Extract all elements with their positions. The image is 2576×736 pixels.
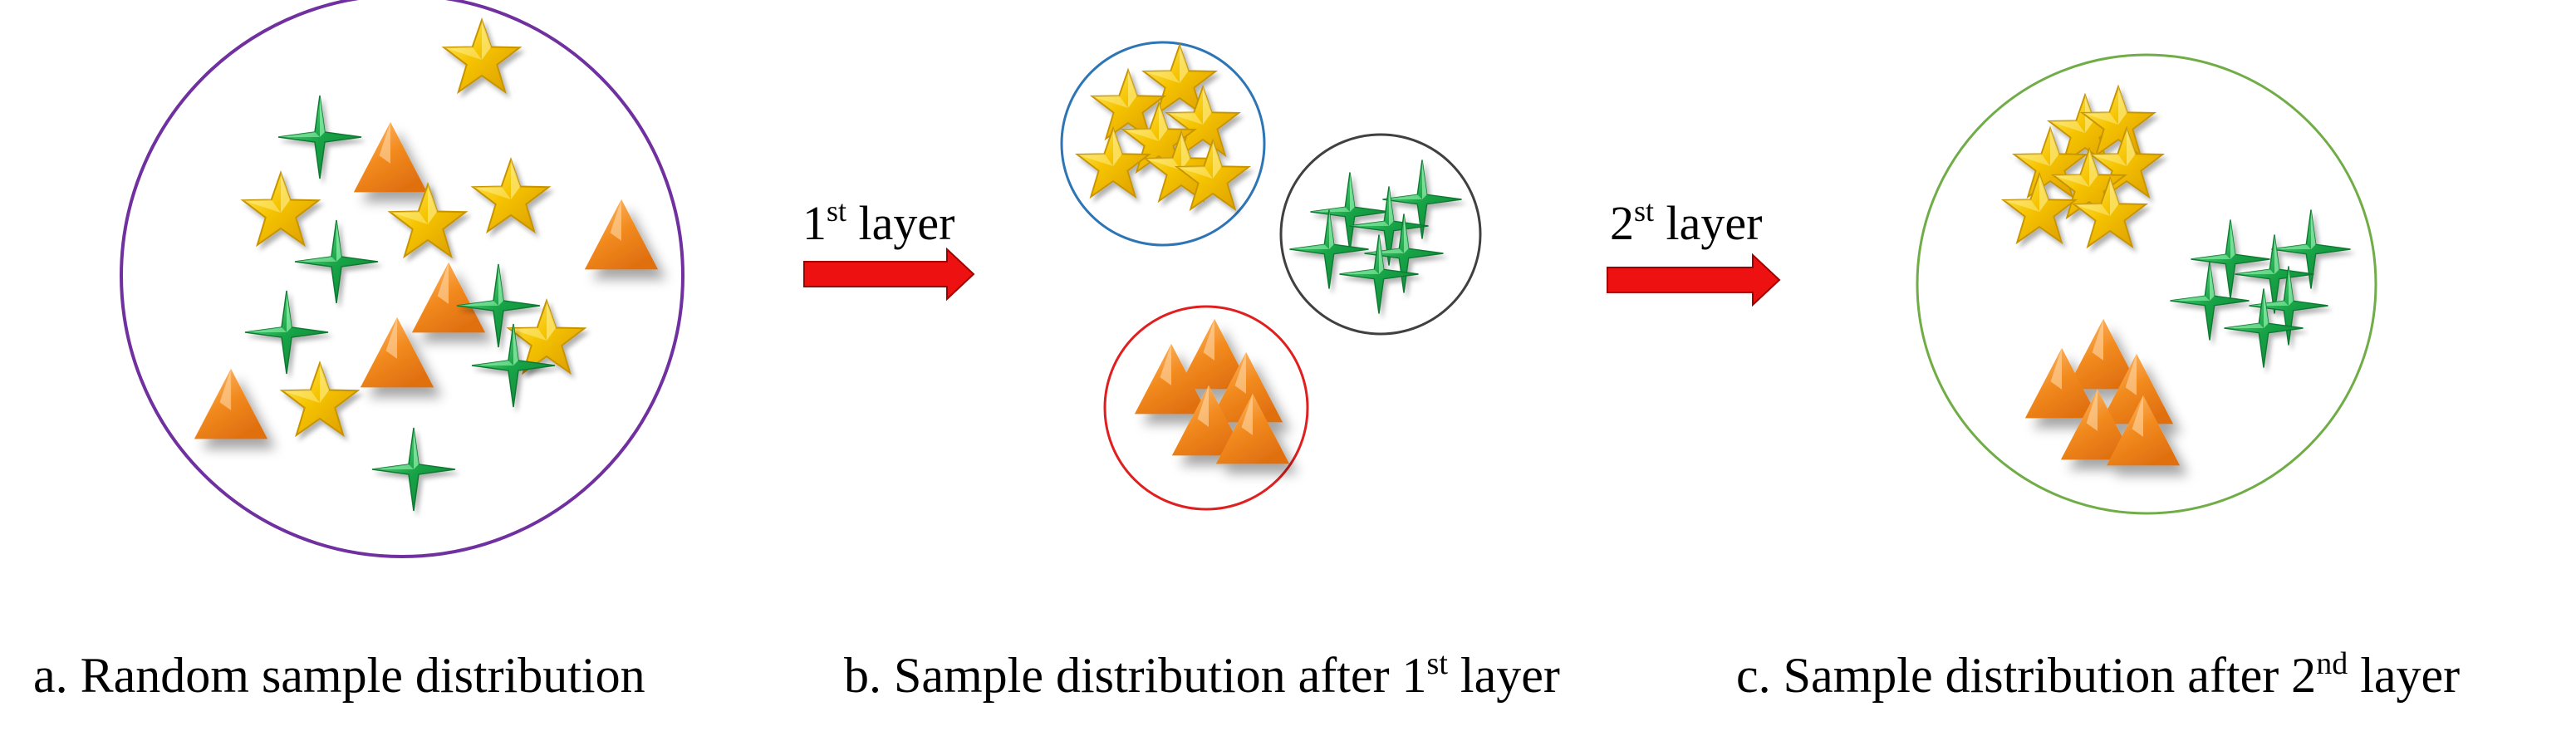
star-shape [389, 184, 467, 258]
panel-a-triangles [194, 121, 659, 439]
arrow-layer-1 [803, 247, 975, 302]
arrow-1-word: layer [858, 196, 955, 250]
arrow-2-word: layer [1666, 196, 1763, 250]
caption-b-after: layer [1447, 648, 1560, 703]
arrow-1-suffix: st [827, 194, 847, 228]
triangle-shape [353, 121, 428, 193]
caption-c-sup: nd [2316, 646, 2348, 681]
caption-a: a. Random sample distribution [33, 638, 645, 713]
panel-b-after-layer-1 [1060, 41, 1482, 511]
arrow-2-suffix: st [1634, 194, 1655, 228]
panel-c-after-layer-2 [1916, 53, 2377, 515]
arrow-1-label: 1st layer [802, 194, 954, 253]
circle-sparkle-cluster [1279, 133, 1482, 336]
triangle-shape [411, 262, 486, 333]
panel-b-triangles [1134, 318, 1290, 464]
sparkle-shape [294, 219, 379, 304]
panel-b-sparkles [1288, 159, 1463, 315]
panel-c-sparkles [2169, 209, 2352, 369]
circle-triangle-cluster [1103, 305, 1309, 511]
circle-merged-clusters [1916, 53, 2377, 515]
star-shape [472, 159, 550, 233]
sparkle-shape [371, 427, 456, 512]
arrow-layer-2 [1607, 253, 1781, 307]
arrow-2-ordinal: 2 [1610, 196, 1634, 250]
arrow-1-shape [803, 247, 975, 302]
sparkle-shape [277, 95, 362, 179]
panel-b-stars [1076, 44, 1250, 210]
star-shape [281, 362, 359, 436]
panel-a-random-distribution [120, 0, 684, 558]
circle-star-cluster [1060, 41, 1266, 247]
arrow-2-shape [1607, 253, 1781, 307]
caption-c-text: c. Sample distribution after 2 [1736, 648, 2317, 703]
sparkle-shape [1309, 171, 1391, 253]
circle-all-samples [120, 0, 684, 558]
caption-b: b. Sample distribution after 1st layer [844, 638, 1560, 713]
sparkle-shape [244, 290, 329, 375]
caption-b-text: b. Sample distribution after 1 [844, 648, 1427, 703]
triangle-shape [194, 368, 268, 439]
caption-c: c. Sample distribution after 2nd layer [1736, 638, 2460, 713]
triangle-shape [584, 199, 659, 270]
star-shape [242, 172, 320, 246]
arrow-1-ordinal: 1 [802, 196, 827, 250]
caption-c-after: layer [2348, 648, 2461, 703]
caption-b-sup: st [1426, 646, 1448, 681]
caption-a-text: a. Random sample distribution [33, 648, 645, 703]
sparkle-shape [2190, 218, 2271, 300]
panel-c-triangles [2024, 318, 2181, 466]
arrow-2-label: 2st layer [1610, 194, 1762, 253]
star-shape [443, 19, 521, 93]
panel-c-stars [2002, 86, 2164, 248]
